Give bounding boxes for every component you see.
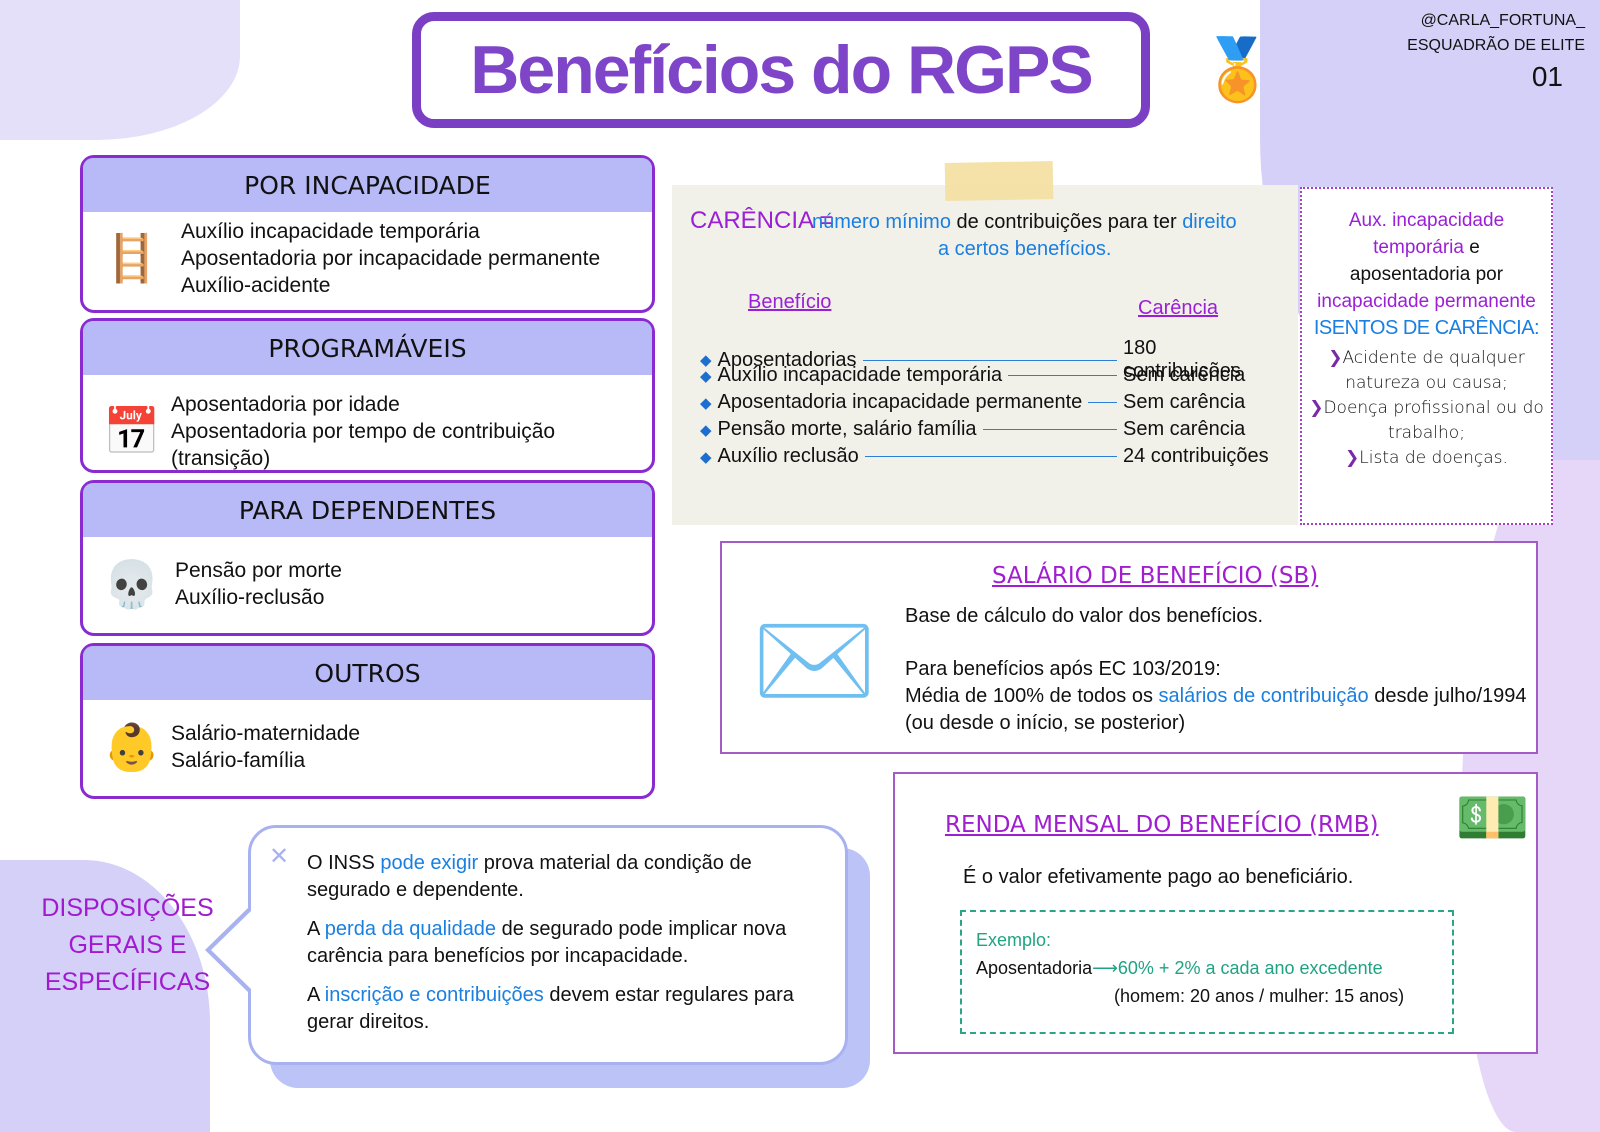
title-banner: Benefícios do RGPS	[412, 12, 1150, 128]
page-number: 01	[1531, 61, 1563, 92]
calendar-icon: 📅	[103, 405, 161, 457]
carencia-panel: CARÊNCIA = número mínimo de contribuiçõe…	[672, 185, 1298, 525]
rmb-title: RENDA MENSAL DO BENEFÍCIO (RMB)	[945, 812, 1379, 838]
list-item: Auxílio-acidente	[181, 274, 331, 297]
chevron-icon: ❯	[1345, 448, 1360, 468]
connector-line	[862, 359, 1117, 361]
salario-beneficio-box: SALÁRIO DE BENEFÍCIO (SB) ✉️ Base de cál…	[720, 541, 1538, 754]
carencia-value: 180 contribuições	[1123, 337, 1241, 382]
diamond-icon: ◆	[700, 352, 712, 369]
col-carencia: Carência	[1138, 297, 1219, 319]
list-item: Pensão por morte	[175, 559, 342, 582]
list-item: Aposentadoria por tempo de contribuição …	[171, 420, 556, 470]
isentos-item: Acidente de qualquer natureza ou causa;	[1342, 348, 1525, 393]
isentos-item: Doença profissional ou do trabalho;	[1323, 398, 1544, 443]
disposicao-item: O INSS pode exigir prova material da con…	[307, 852, 752, 901]
list-item: Auxílio-reclusão	[175, 586, 325, 609]
baby-icon: 👶	[103, 720, 161, 773]
isentos-line: Aux. incapacidade	[1348, 210, 1505, 231]
award-medal-icon: 🏅	[1200, 36, 1275, 103]
carencia-label: CARÊNCIA =	[690, 207, 834, 234]
diamond-icon: ◆	[700, 367, 712, 385]
connector-line	[982, 429, 1117, 430]
chevron-icon: ❯	[1309, 398, 1324, 418]
beneficio: Aposentadorias	[717, 348, 857, 371]
author-group: ESQUADRÃO DE ELITE	[1407, 37, 1585, 54]
connector-line	[1008, 375, 1117, 376]
carencia-row: ◆ Auxílio reclusão 24 contribuições	[700, 445, 1278, 468]
card-header: PARA DEPENDENTES	[83, 483, 652, 537]
bg-blob	[0, 0, 240, 140]
close-icon: ✕	[269, 843, 290, 870]
carencia-value: Sem carência	[1123, 418, 1246, 440]
beneficio: Auxílio reclusão	[717, 445, 859, 467]
list-item: Auxílio incapacidade temporária	[181, 220, 480, 243]
rmb-box: RENDA MENSAL DO BENEFÍCIO (RMB) 💵 É o va…	[893, 772, 1538, 1054]
carencia-definition-cont: a certos benefícios.	[938, 238, 1112, 260]
sb-text: Base de cálculo do valor dos benefícios.	[905, 605, 1263, 627]
example-label: Exemplo:	[976, 930, 1052, 950]
rmb-text: É o valor efetivamente pago ao beneficiá…	[963, 866, 1354, 888]
carencia-value: Sem carência	[1123, 391, 1246, 413]
tape-decoration	[944, 161, 1054, 201]
money-envelope-icon: ✉️	[752, 605, 877, 717]
arrow-icon: ⟶	[1092, 958, 1118, 978]
carencia-row: ◆ Aposentadoria incapacidade permanente Se…	[700, 391, 1278, 414]
isentos-line: aposentadoria por	[1349, 264, 1504, 285]
carencia-definition: número mínimo de contribuições para ter …	[812, 211, 1237, 233]
disposicao-item: A perda da qualidade de segurado pode im…	[307, 918, 787, 967]
isentos-line: incapacidade permanente	[1317, 291, 1536, 312]
diamond-icon: ◆	[700, 448, 712, 466]
disposicao-item: A inscrição e contribuições devem estar …	[307, 984, 794, 1033]
card-header: PROGRAMÁVEIS	[83, 321, 652, 375]
connector-line	[864, 456, 1117, 457]
isentos-heading: ISENTOS DE CARÊNCIA:	[1313, 317, 1540, 339]
rmb-example: Exemplo: Aposentadoria⟶60% + 2% a cada a…	[960, 910, 1454, 1034]
carencia-row: ◆ Aposentadorias 180 contribuições	[700, 337, 1278, 383]
col-beneficio: Benefício	[748, 291, 832, 313]
connector-line	[1088, 402, 1117, 403]
beneficio: Aposentadoria incapacidade permanente	[717, 391, 1083, 413]
carencia-row: ◆ Auxílio incapacidade temporária Sem carê…	[700, 364, 1278, 387]
money-calendar-icon: 💵	[1455, 784, 1530, 851]
isentos-box: Aux. incapacidade temporária e aposentad…	[1300, 187, 1553, 525]
author-block: @CARLA_FORTUNA_ ESQUADRÃO DE ELITE 01	[1370, 8, 1585, 92]
page-title: Benefícios do RGPS	[470, 32, 1093, 108]
grim-reaper-icon: 💀	[103, 557, 161, 610]
carencia-value: 24 contribuições	[1123, 445, 1269, 467]
author-handle: @CARLA_FORTUNA_	[1420, 12, 1585, 29]
disposicoes-bubble: ✕ O INSS pode exigir prova material da c…	[248, 825, 848, 1065]
beneficio: Auxílio incapacidade temporária	[717, 364, 1003, 386]
card-header: OUTROS	[83, 646, 652, 700]
card-por-incapacidade: POR INCAPACIDADE 🪜 Auxílio incapacidade …	[80, 155, 655, 313]
carencia-value: Sem carência	[1123, 364, 1246, 386]
sb-formula: Para benefícios após EC 103/2019:Média d…	[905, 658, 1527, 734]
list-item: Aposentadoria por incapacidade permanent…	[181, 247, 601, 270]
diamond-icon: ◆	[700, 394, 712, 412]
carencia-row: ◆ Pensão morte, salário família Sem carênc…	[700, 418, 1278, 441]
list-item: Salário-família	[171, 749, 306, 772]
sb-title: SALÁRIO DE BENEFÍCIO (SB)	[992, 563, 1319, 589]
bubble-pointer-inner	[211, 910, 252, 990]
chevron-icon: ❯	[1328, 348, 1343, 368]
list-item: Aposentadoria por idade	[171, 393, 400, 416]
card-header: POR INCAPACIDADE	[83, 158, 652, 212]
list-item: Salário-maternidade	[171, 722, 361, 745]
stairs-figure-icon: 🪜	[103, 232, 161, 284]
diamond-icon: ◆	[700, 421, 712, 439]
isentos-item: Lista de doenças.	[1359, 448, 1508, 468]
beneficio: Pensão morte, salário família	[717, 418, 977, 440]
